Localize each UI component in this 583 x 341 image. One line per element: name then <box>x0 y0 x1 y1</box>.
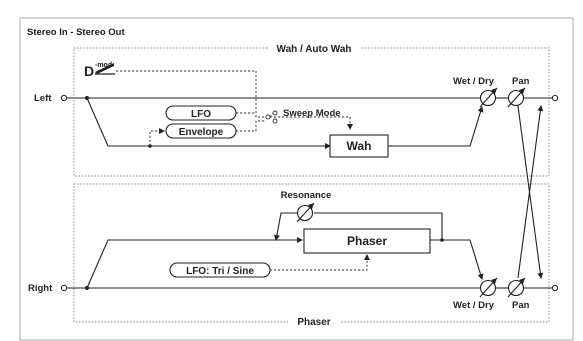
wah-section-label-bg <box>268 42 360 54</box>
input-left-label: Left <box>34 93 52 104</box>
phaser-section-label: Phaser <box>297 317 330 328</box>
phaser-label: Phaser <box>347 234 387 248</box>
wah-section-label: Wah / Auto Wah <box>277 44 352 55</box>
input-right-label: Right <box>28 283 53 294</box>
sweep-mode-switch <box>265 110 278 124</box>
lfo-label: LFO <box>191 109 211 120</box>
wah-to-wetdry-wire <box>388 106 484 147</box>
wet-dry-top-knob <box>479 87 498 108</box>
lfo-tri-sine-label: LFO: Tri / Sine <box>186 266 254 277</box>
dmod-letter: D <box>84 63 94 79</box>
dmod-sup: -mod <box>95 62 112 69</box>
pan-top-label: Pan <box>512 76 530 87</box>
wah-label: Wah <box>347 139 372 153</box>
resonance-label: Resonance <box>281 190 332 201</box>
wah-block <box>329 134 389 158</box>
pan-bottom-knob <box>507 277 526 298</box>
input-right-jack <box>60 284 68 292</box>
sweep-control-to-wah <box>266 116 353 130</box>
dmod-icon: D -mod <box>84 62 115 79</box>
pan-top-knob <box>507 87 526 108</box>
right-to-phaser-wire <box>86 237 303 289</box>
wet-dry-top-label: Wet / Dry <box>453 76 495 87</box>
output-right-jack <box>551 284 559 292</box>
envelope-feed-line <box>149 128 165 146</box>
left-to-wah-wire <box>86 97 331 149</box>
pan-bottom-label: Pan <box>512 300 530 311</box>
lfo-to-phaser-line <box>270 254 370 271</box>
pan-cross-bottom-to-top <box>517 105 544 279</box>
diagram-title: Stereo In - Stereo Out <box>27 27 125 38</box>
wet-dry-bottom-knob <box>479 277 498 298</box>
resonance-knob <box>296 202 315 223</box>
phaser-block <box>303 228 431 254</box>
envelope-out-line <box>236 120 266 132</box>
sweep-mode-label: Sweep Mode <box>283 108 341 119</box>
dmod-control-line <box>116 70 266 118</box>
output-left-jack <box>551 94 559 102</box>
resonance-return-wire <box>273 212 297 241</box>
input-left-jack <box>60 94 68 102</box>
phaser-section-label-bg <box>288 316 340 328</box>
resonance-feedback-wire <box>314 212 443 240</box>
wet-dry-bottom-label: Wet / Dry <box>453 300 495 311</box>
phaser-section-box <box>73 183 550 323</box>
envelope-label: Envelope <box>179 127 224 138</box>
